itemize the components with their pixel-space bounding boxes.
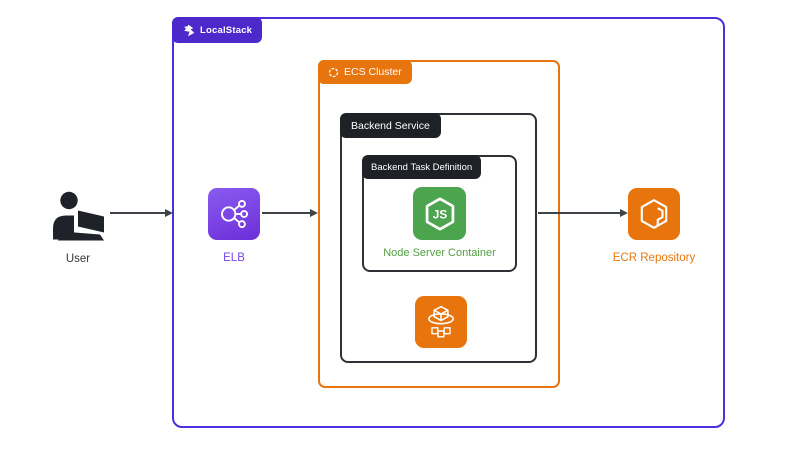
task-definition-tab: Backend Task Definition [362, 155, 482, 179]
localstack-container-box [172, 17, 725, 428]
arrow-elb-to-ecs-cluster [262, 212, 311, 214]
backend-service-tab: Backend Service [340, 113, 441, 138]
arrow-user-to-localstack [110, 212, 166, 214]
ecs-cluster-label: ECS Cluster [344, 66, 402, 78]
task-definition-label: Backend Task Definition [371, 161, 473, 173]
localstack-logo-icon [182, 24, 195, 37]
elastic-load-balancer-icon [208, 188, 260, 240]
nodejs-icon: JS [413, 187, 466, 240]
elb-label: ELB [223, 252, 245, 264]
arrow-backend-service-to-ecr [538, 212, 621, 214]
node-server-container-label: Node Server Container [383, 247, 496, 259]
ecr-repository-label: ECR Repository [612, 252, 696, 264]
backend-service-label: Backend Service [351, 119, 430, 132]
localstack-tab: LocalStack [172, 17, 263, 43]
ecs-cluster-tab: ECS Cluster [318, 60, 412, 84]
ecs-cluster-icon [328, 67, 339, 78]
ecs-service-icon [415, 296, 467, 348]
user-label: User [65, 253, 91, 265]
localstack-label: LocalStack [200, 24, 253, 36]
svg-text:JS: JS [432, 207, 447, 221]
ecr-icon [628, 188, 680, 240]
ecs-cluster-box [318, 60, 560, 388]
user-at-laptop-icon [50, 189, 106, 244]
